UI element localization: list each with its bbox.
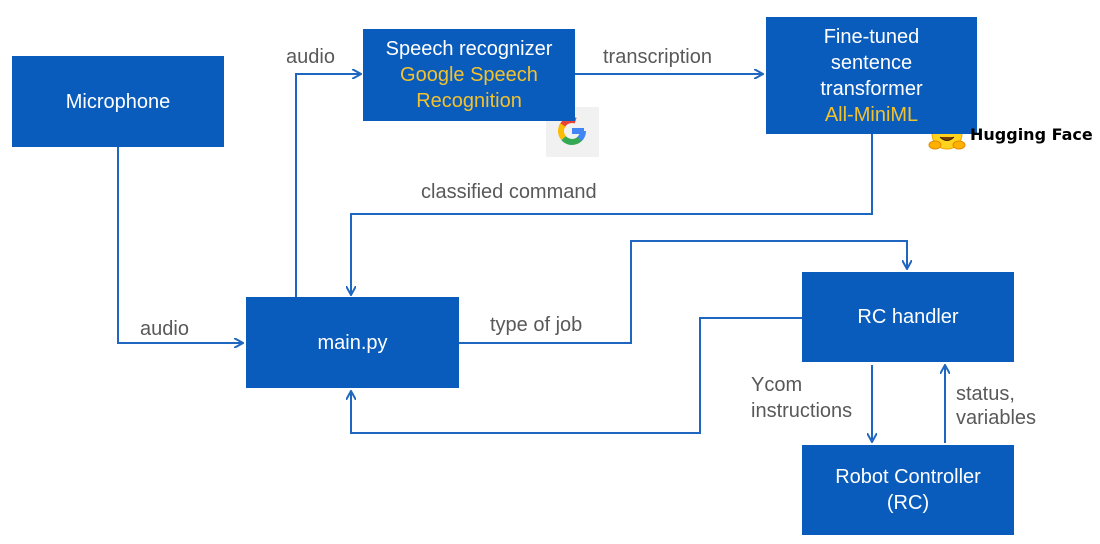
all-miniml-label: All-MiniML xyxy=(824,103,919,126)
hugging-face-label: Hugging Face xyxy=(970,125,1093,144)
robot-controller-line2: (RC) xyxy=(886,492,930,514)
edge-label-audio-speech: audio xyxy=(286,46,335,68)
microphone-label: Microphone xyxy=(65,90,171,113)
rc-handler-label: RC handler xyxy=(857,306,959,328)
edge-rc-handler-to-main xyxy=(351,317,802,434)
microphone-box: Microphone xyxy=(12,56,224,147)
edge-label-type-of-job: type of job xyxy=(490,314,583,336)
google-speech-label: Google Speech xyxy=(400,64,538,86)
transformer-line1: Fine-tuned xyxy=(823,25,920,48)
edge-main-to-speech xyxy=(295,74,360,297)
edge-label-ycom-line1: Ycom xyxy=(751,374,803,396)
robot-controller-box: Robot Controller (RC) xyxy=(802,445,1014,535)
edge-label-audio-mic: audio xyxy=(140,318,189,340)
main-py-box: main.py xyxy=(246,297,459,388)
sentence-transformer-box: Fine-tuned sentence transformer All-Mini… xyxy=(766,17,977,134)
speech-recognizer-box: Speech recognizer Google Speech Recognit… xyxy=(363,29,575,121)
edge-label-status-line2: variables xyxy=(956,407,1037,429)
robot-controller-line1: Robot Controller xyxy=(835,466,981,488)
transformer-line3: transformer xyxy=(820,77,923,100)
edge-transformer-to-main xyxy=(351,134,873,294)
edge-label-classified-command: classified command xyxy=(421,181,597,203)
edge-label-transcription: transcription xyxy=(603,46,712,68)
rc-handler-box: RC handler xyxy=(802,272,1014,362)
speech-recognizer-label: Speech recognizer xyxy=(385,38,553,60)
edge-microphone-to-main xyxy=(117,147,242,343)
main-py-label: main.py xyxy=(317,331,388,354)
transformer-line2: sentence xyxy=(830,51,913,74)
edge-label-ycom-line2: instructions xyxy=(751,400,853,422)
edge-main-to-rc-handler xyxy=(459,240,907,344)
recognition-label: Recognition xyxy=(416,90,522,112)
edge-label-status-line1: status, xyxy=(956,383,1015,405)
